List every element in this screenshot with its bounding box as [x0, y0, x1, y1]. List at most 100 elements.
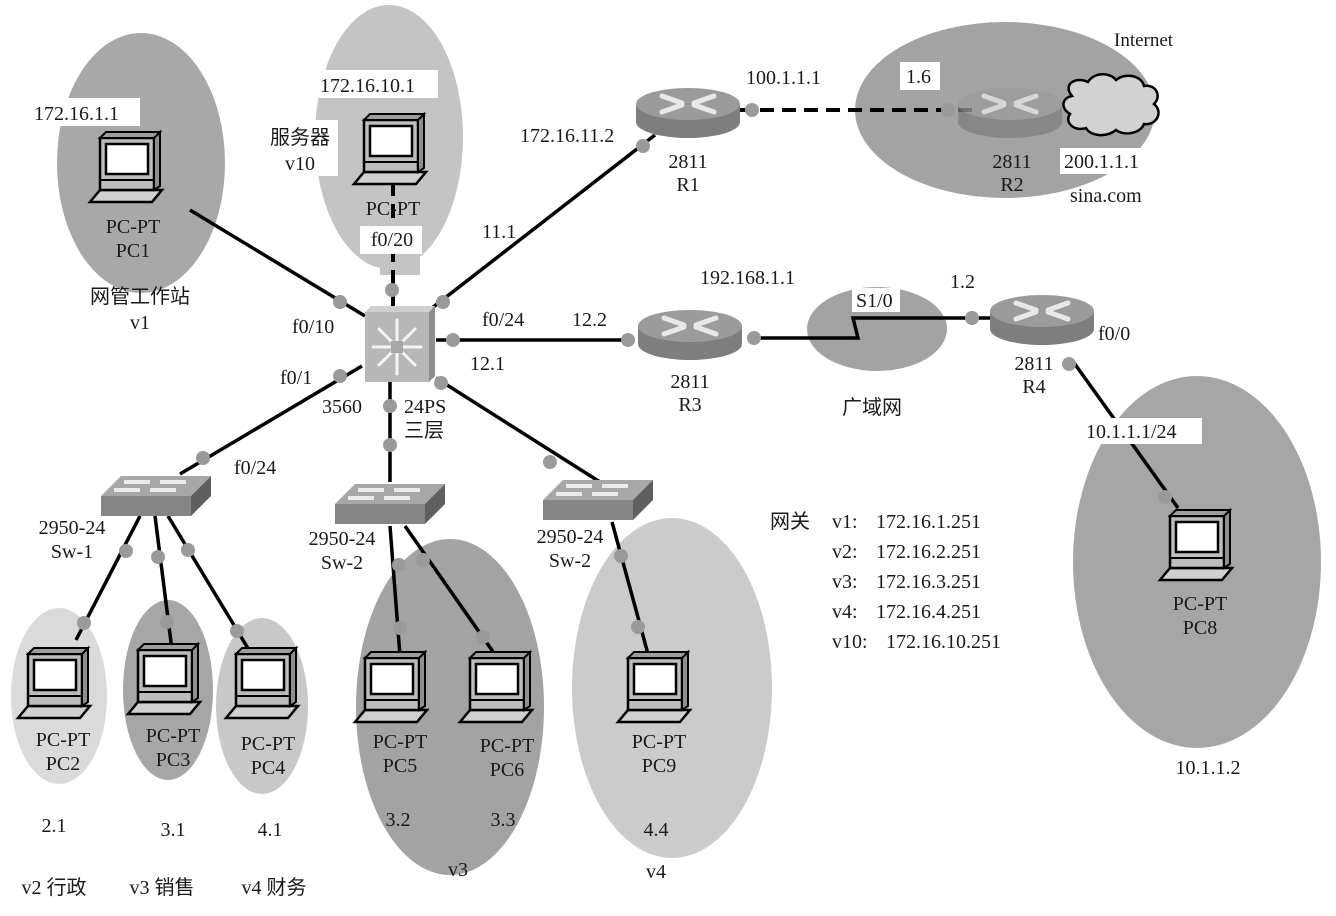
pc3-ip: 3.1	[161, 819, 186, 841]
gateway-legend: 网关 v1: 172.16.1.251 v2: 172.16.2.251 v3:…	[770, 510, 1001, 653]
core-port-pc1: f0/10	[292, 316, 334, 338]
gateway-ip: 172.16.3.251	[876, 571, 981, 593]
pc-pc2[interactable]	[16, 646, 92, 720]
port-dots	[77, 103, 1172, 644]
switch-sw2a[interactable]	[335, 484, 445, 524]
r4-ip-lan: 10.1.1.1/24	[1086, 421, 1177, 443]
pc3-group: v3 销售	[130, 876, 195, 899]
r1-ip-lan: 172.16.11.2	[520, 125, 614, 147]
pc2-group: v2 行政	[22, 876, 87, 899]
gateway-vlan: v2:	[832, 541, 858, 563]
zone-wan	[807, 287, 947, 371]
port-dot	[151, 550, 165, 564]
port-dot	[621, 333, 635, 347]
pc-server[interactable]	[352, 112, 428, 186]
link-core-r1	[430, 133, 657, 310]
port-dot	[543, 455, 557, 469]
pc-pc8[interactable]	[1158, 508, 1234, 582]
pc-pc9[interactable]	[616, 650, 692, 724]
port-dot	[77, 616, 91, 630]
pc4-group: v4 财务	[242, 876, 307, 899]
pc6-model: PC-PT	[480, 735, 534, 757]
r4-model: 2811	[1014, 353, 1053, 375]
pc-pc1[interactable]	[88, 130, 164, 204]
pc-pc4[interactable]	[224, 646, 300, 720]
pc9-model: PC-PT	[632, 731, 686, 753]
pc4-name: PC4	[251, 757, 285, 779]
r3-ip-wan: 192.168.1.1	[700, 267, 795, 289]
core-port-sw1: f0/1	[280, 367, 312, 389]
port-dot	[392, 558, 406, 572]
server-vlan: v10	[285, 153, 315, 175]
pc1-model: PC-PT	[106, 216, 160, 238]
server-port: f0/20	[371, 229, 413, 251]
pc1-name: PC1	[116, 240, 150, 262]
pc8-name: PC8	[1183, 617, 1217, 639]
core-ip-r1: 11.1	[482, 221, 516, 243]
port-dot	[434, 376, 448, 390]
r4-ip-left: 1.2	[950, 271, 975, 293]
pc4-ip: 4.1	[258, 819, 283, 841]
pc1-ip: 172.16.1.1	[34, 103, 119, 125]
server-role: 服务器	[270, 126, 330, 149]
port-dot	[119, 544, 133, 558]
r2-name: R2	[1000, 174, 1023, 196]
port-dot	[230, 624, 244, 638]
pc4-model: PC-PT	[241, 733, 295, 755]
gateway-vlan: v3:	[832, 571, 858, 593]
group-v3-label: v3	[448, 859, 468, 881]
r4-name: R4	[1022, 376, 1045, 398]
r3-ip-left: 12.2	[572, 309, 607, 331]
port-dot	[333, 295, 347, 309]
port-dot	[614, 549, 628, 563]
sw1-name: Sw-1	[51, 541, 93, 563]
group-v4-label: v4	[646, 861, 666, 883]
core-model-line2: 24PS	[404, 396, 446, 418]
zone-v10-tab	[380, 255, 420, 275]
gateway-ip: 172.16.1.251	[876, 511, 981, 533]
port-dot	[383, 438, 397, 452]
switch-sw1[interactable]	[101, 476, 211, 516]
wan-serial-port: S1/0	[856, 290, 893, 312]
port-dot	[965, 311, 979, 325]
r4-port-lan: f0/0	[1098, 323, 1130, 345]
gateway-ip: 172.16.2.251	[876, 541, 981, 563]
pc-pc5[interactable]	[353, 650, 429, 724]
sw2a-model: 2950-24	[309, 528, 376, 550]
port-dot	[436, 295, 450, 309]
router-r4[interactable]	[990, 295, 1094, 345]
pc-pc6[interactable]	[458, 650, 534, 724]
link-core-sw2b	[435, 376, 601, 484]
port-dot	[333, 369, 347, 383]
labels: 172.16.1.1 PC-PT PC1 网管工作站 v1 172.16.10.…	[22, 30, 1241, 899]
core-switch[interactable]	[365, 306, 435, 382]
sw2a-name: Sw-2	[321, 552, 363, 574]
switch-sw2b[interactable]	[543, 480, 653, 520]
r2-model: 2811	[992, 151, 1031, 173]
sw1-uplink-port: f0/24	[234, 457, 276, 479]
gateway-vlan: v10:	[832, 631, 868, 653]
pc5-name: PC5	[383, 755, 417, 777]
pc2-ip: 2.1	[42, 815, 67, 837]
wan-label: 广域网	[842, 396, 902, 419]
label-backgrounds	[30, 62, 1202, 444]
pc6-name: PC6	[490, 759, 524, 781]
server-ip: 172.16.10.1	[320, 75, 415, 97]
core-model-line1: 3560	[322, 396, 362, 418]
internet-ip: 200.1.1.1	[1064, 151, 1139, 173]
gateway-title: 网关	[770, 510, 810, 533]
port-dot	[747, 331, 761, 345]
router-r1[interactable]	[636, 88, 740, 138]
port-dot	[476, 630, 490, 644]
router-r2[interactable]	[958, 88, 1062, 138]
r1-name: R1	[676, 174, 699, 196]
server-model: PC-PT	[366, 198, 420, 220]
pc9-ip: 4.4	[644, 819, 669, 841]
sw2b-model: 2950-24	[537, 526, 604, 548]
port-dot	[385, 283, 399, 297]
sw1-model: 2950-24	[39, 517, 106, 539]
pc-pc3[interactable]	[126, 642, 202, 716]
router-r3[interactable]	[638, 310, 742, 360]
port-dot	[196, 451, 210, 465]
core-ip-r3: 12.1	[470, 353, 505, 375]
